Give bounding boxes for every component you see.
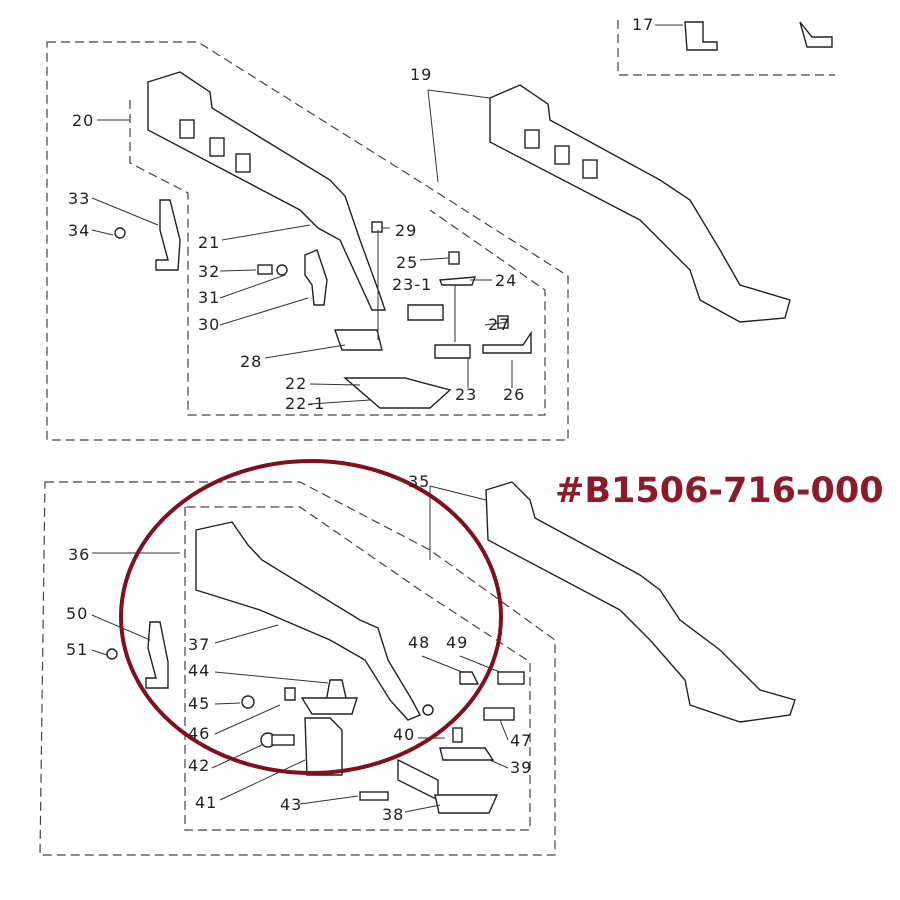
callout-48: 48 — [408, 633, 430, 652]
callout-22: 22 — [285, 374, 307, 393]
callout-40: 40 — [393, 725, 415, 744]
callout-23: 23 — [455, 385, 477, 404]
callout-46: 46 — [188, 724, 210, 743]
callout-38: 38 — [382, 805, 404, 824]
callout-45: 45 — [188, 694, 210, 713]
callout-27: 27 — [488, 315, 510, 334]
callout-21: 21 — [198, 233, 220, 252]
callout-34: 34 — [68, 221, 90, 240]
callout-22-1: 22-1 — [285, 394, 325, 413]
callout-33: 33 — [68, 189, 90, 208]
callout-37: 37 — [188, 635, 210, 654]
callout-26: 26 — [503, 385, 525, 404]
callout-42: 42 — [188, 756, 210, 775]
presser-arm-19 — [489, 84, 791, 323]
bottom-assembly-frame — [39, 481, 556, 856]
highlight-circle — [119, 459, 503, 775]
callout-51: 51 — [66, 640, 88, 659]
top-leader-lines — [91, 89, 513, 405]
presser-arm-35 — [485, 481, 796, 723]
bottom-leader-lines — [91, 485, 509, 813]
small-parts-top — [114, 199, 532, 409]
callout-35: 35 — [408, 472, 430, 491]
callout-49: 49 — [446, 633, 468, 652]
top-callouts: 17 19 20 33 34 21 29 25 24 23-1 32 31 30… — [68, 15, 654, 413]
callout-29: 29 — [395, 221, 417, 240]
presser-arm-37 — [195, 521, 434, 721]
callout-17: 17 — [632, 15, 654, 34]
bottom-callouts: 35 36 50 51 37 48 49 44 45 46 40 47 42 3… — [66, 472, 532, 824]
callout-24: 24 — [495, 271, 517, 290]
part-number-label: #B1506-716-000 — [555, 471, 884, 511]
callout-39: 39 — [510, 758, 532, 777]
callout-32: 32 — [198, 262, 220, 281]
callout-30: 30 — [198, 315, 220, 334]
callout-28: 28 — [240, 352, 262, 371]
presser-arm-20 — [147, 71, 386, 311]
callout-36: 36 — [68, 545, 90, 564]
callout-23-1: 23-1 — [392, 275, 432, 294]
callout-41: 41 — [195, 793, 217, 812]
small-parts-bottom — [106, 621, 525, 814]
callout-19: 19 — [410, 65, 432, 84]
callout-31: 31 — [198, 288, 220, 307]
callout-20: 20 — [72, 111, 94, 130]
callout-50: 50 — [66, 604, 88, 623]
callout-25: 25 — [396, 253, 418, 272]
inset-partial-frame — [617, 20, 835, 76]
callout-47: 47 — [510, 731, 532, 750]
top-assembly-frame — [46, 41, 569, 441]
callout-44: 44 — [188, 661, 210, 680]
callout-43: 43 — [280, 795, 302, 814]
